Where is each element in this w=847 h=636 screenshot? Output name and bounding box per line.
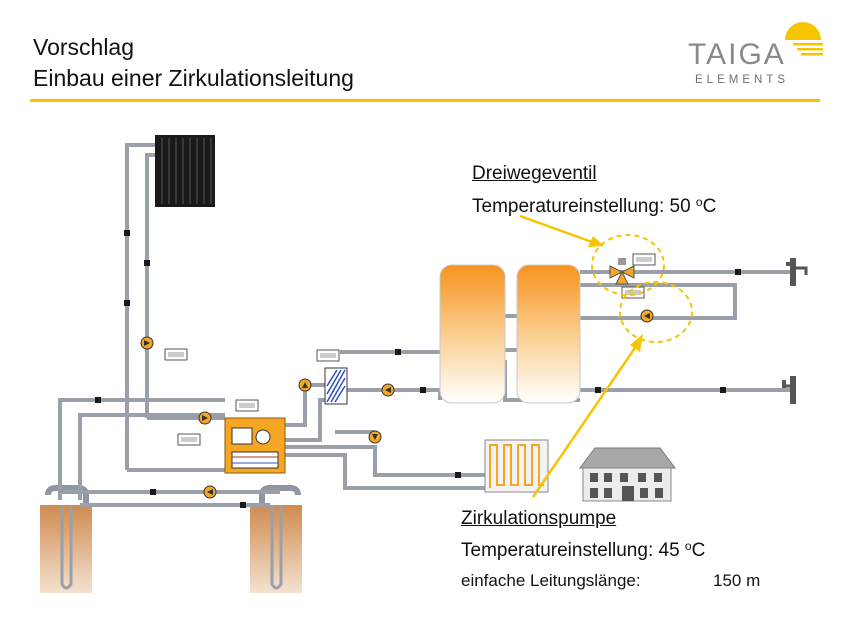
controller-icon xyxy=(235,399,259,412)
valve-temperature-setting: Temperatureinstellung: 50 oC xyxy=(472,195,717,218)
pump-icon xyxy=(198,411,212,425)
heat-exchanger xyxy=(324,367,348,405)
valve-temperature-unit: C xyxy=(702,196,717,217)
floor-heating-coil xyxy=(484,439,549,493)
pump-icon xyxy=(140,336,154,350)
pipe-dark-joints xyxy=(95,230,741,508)
valve-degree-symbol: o xyxy=(695,195,703,209)
pump-icon xyxy=(203,485,217,499)
three-way-valve-icon xyxy=(609,258,635,285)
house-illustration xyxy=(579,447,676,502)
pump-icon xyxy=(381,383,395,397)
pump-highlight-circle xyxy=(619,281,693,343)
hot-water-tap-icon xyxy=(786,258,808,286)
storage-tank-right xyxy=(516,264,581,404)
pump-degree-symbol: o xyxy=(684,539,692,553)
controller-icon xyxy=(632,253,656,266)
pump-icon xyxy=(298,378,312,392)
slide-title-line-2: Einbau einer Zirkulationsleitung xyxy=(33,65,354,91)
logo-subtitle: ELEMENTS xyxy=(695,74,789,86)
radiator xyxy=(155,135,215,207)
cold-water-tap-icon xyxy=(782,376,796,404)
circulation-pump-icon xyxy=(640,309,654,323)
valve-heading: Dreiwegeventil xyxy=(472,163,597,184)
valve-highlight-circle xyxy=(591,234,665,296)
storage-tank-left xyxy=(439,264,506,404)
pump-icon xyxy=(368,430,382,444)
pump-callout-arrow xyxy=(531,334,643,498)
heat-pump-unit xyxy=(224,417,286,474)
controller-icon xyxy=(177,433,201,446)
controller-icon xyxy=(621,286,645,299)
valve-callout-arrow xyxy=(519,214,604,247)
controller-icon xyxy=(316,349,340,362)
slide-title-line-1: Vorschlag xyxy=(33,34,135,60)
valve-temperature-label: Temperatureinstellung: 50 xyxy=(472,196,696,217)
pipe-length-label: einfache Leitungslänge: xyxy=(461,571,641,590)
controllers xyxy=(164,253,656,446)
sun-logo-icon xyxy=(785,22,823,56)
pump-temperature-unit: C xyxy=(691,540,706,561)
pump-heading: Zirkulationspumpe xyxy=(461,508,617,529)
pipe-length-value: 150 m xyxy=(713,571,761,590)
pump-temperature-label: Temperatureinstellung: 45 xyxy=(461,540,685,561)
pump-temperature-setting: Temperatureinstellung: 45 oC xyxy=(461,539,706,562)
pumps xyxy=(140,309,654,499)
header-divider xyxy=(30,99,820,102)
controller-icon xyxy=(164,348,188,361)
logo-wordmark: TAIGA xyxy=(688,38,786,71)
